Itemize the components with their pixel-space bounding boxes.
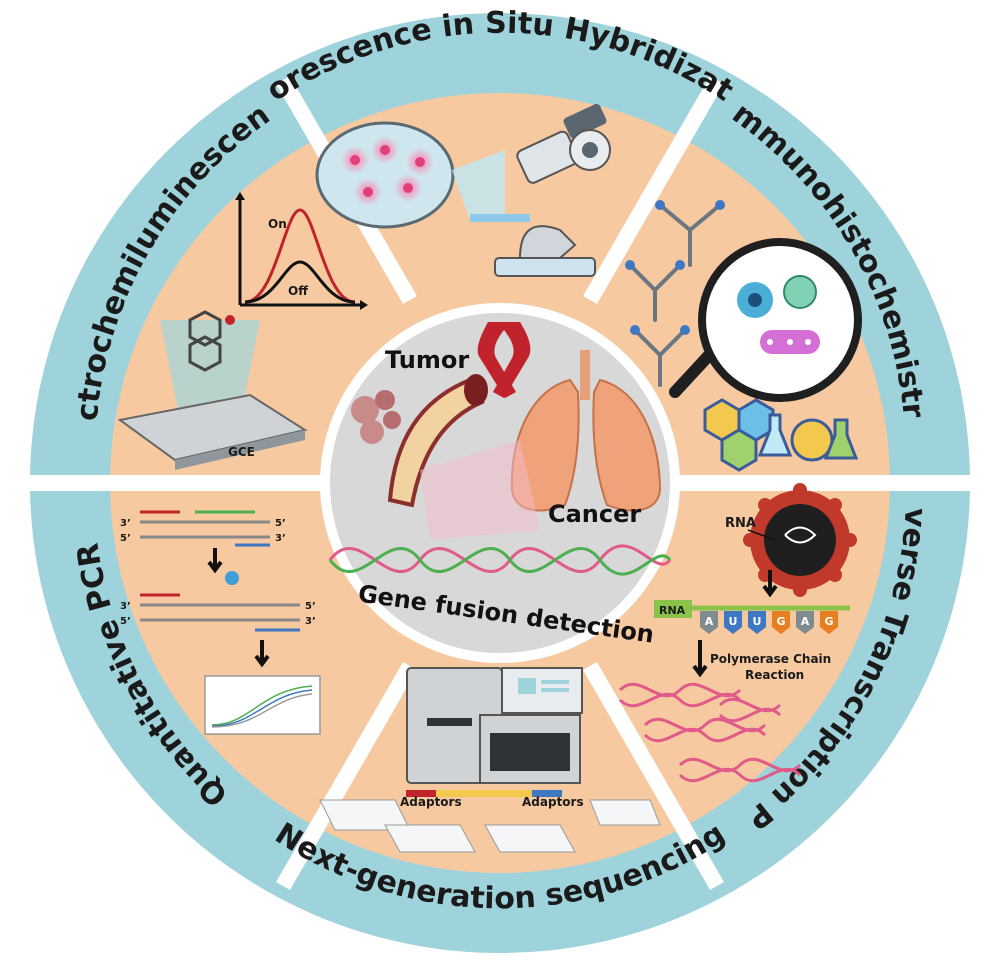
- cancer-ribbon-icon: [477, 322, 531, 398]
- glow-cone: [160, 320, 260, 420]
- arrow-down-rt2: [692, 640, 708, 678]
- electrode: GCE: [117, 393, 308, 470]
- rna-base-letter: A: [705, 615, 714, 628]
- ecl-illustration: On Off GCE: [117, 192, 368, 470]
- prime-5d: 5’: [120, 616, 131, 627]
- rna-strand-tag: [654, 600, 692, 618]
- reaction-label: Reaction: [745, 668, 804, 682]
- microscope-icon: [470, 103, 611, 277]
- sequencer-icon: [406, 667, 583, 784]
- fish-illustration: [315, 103, 611, 277]
- on-label: On: [268, 217, 287, 231]
- fluorescent-spots: [341, 136, 434, 206]
- rna-base-tag: [724, 611, 742, 634]
- probe-lines-bottom: [140, 593, 300, 632]
- antibody-tags: [625, 200, 725, 335]
- virus-icon: [743, 483, 857, 597]
- polymerase-label: Polymerase Chain: [710, 652, 831, 666]
- rna-base-letter: A: [801, 615, 810, 628]
- ecl-plot: On Off: [235, 192, 368, 310]
- cancer-label: Cancer: [548, 500, 641, 528]
- adaptor-left-label: Adaptors: [400, 795, 462, 809]
- prime-3d: 3’: [305, 616, 316, 627]
- rna-base-tag: [796, 611, 814, 634]
- tumor-label: Tumor: [385, 346, 469, 374]
- magnifier-icon: [669, 238, 862, 402]
- lungs-icon: [510, 350, 662, 512]
- ihc-illustration: [625, 200, 862, 472]
- arrow-down-1: [207, 548, 223, 574]
- prime-3c: 3’: [120, 601, 131, 612]
- adaptor-right-label: Adaptors: [522, 795, 584, 809]
- highlight-beam: [420, 440, 540, 540]
- molecule-icon: [188, 310, 235, 372]
- ngs-illustration: Adaptors Adaptors: [319, 667, 661, 853]
- electrode-label: GCE: [228, 445, 255, 459]
- center-illustration: [328, 322, 672, 576]
- probe-lines-top: [140, 510, 270, 547]
- dna-helix-icon: [328, 544, 672, 576]
- rna-base-tag: [772, 611, 790, 634]
- prime-3a: 3’: [120, 518, 131, 529]
- rna-pointer: [747, 529, 776, 541]
- rna-base-tag: [700, 611, 718, 634]
- rna-base-letter: G: [776, 615, 785, 628]
- off-label: Off: [288, 284, 308, 298]
- light-beam: [452, 150, 505, 220]
- arrow-down-2: [254, 640, 270, 668]
- prime-5b: 5’: [120, 533, 131, 544]
- rna-base-tag: [748, 611, 766, 634]
- prime-3b: 3’: [275, 533, 286, 544]
- rna-strand-label: RNA: [659, 604, 686, 617]
- rna-virus-label: RNA: [725, 516, 756, 531]
- qpcr-illustration: 3’ 5’ 5’ 3’ 3’ 5’ 5’ 3’: [120, 510, 321, 735]
- prime-5a: 5’: [275, 518, 286, 529]
- adaptor-strand: [406, 790, 562, 797]
- prime-5c: 5’: [305, 601, 316, 612]
- dna-helix-copies: [618, 682, 802, 783]
- chemistry-icons: [703, 398, 859, 472]
- rna-base-letter: U: [753, 615, 762, 628]
- rna-base-tag: [820, 611, 838, 634]
- arrow-down-rt1: [762, 570, 778, 598]
- rtpcr-illustration: RNA RNA A U U G A G Polymerase Chain Reaction: [618, 483, 857, 783]
- amplification-plot: [204, 675, 321, 735]
- flowcell-slides: [319, 799, 661, 853]
- rna-base-letter: G: [824, 615, 833, 628]
- rna-base-letter: U: [729, 615, 738, 628]
- reporter-dot: [225, 571, 239, 585]
- antibody-icons: [628, 203, 722, 387]
